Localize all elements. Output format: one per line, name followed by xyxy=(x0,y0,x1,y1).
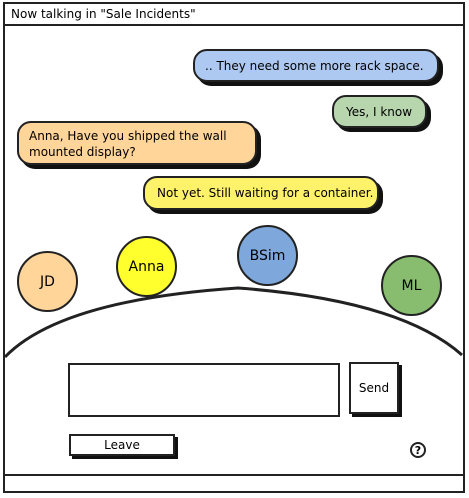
message-bubble: Not yet. Still waiting for a container. xyxy=(143,176,379,210)
participant-label: ML xyxy=(401,277,422,294)
participant-avatar-jd[interactable]: JD xyxy=(17,251,78,312)
window-title: Now talking in "Sale Incidents" xyxy=(11,7,196,21)
send-button-label: Send xyxy=(358,381,390,395)
participant-label: Anna xyxy=(128,258,165,275)
message-text: Anna, Have you shipped the wall mounted … xyxy=(29,129,227,159)
message-bubble: Yes, I know xyxy=(332,95,427,128)
message-input[interactable] xyxy=(68,363,340,417)
message-bubble: .. They need some more rack space. xyxy=(193,49,439,82)
help-icon[interactable]: ? xyxy=(410,442,426,458)
participant-avatar-anna[interactable]: Anna xyxy=(116,236,177,297)
send-button[interactable]: Send xyxy=(349,362,399,414)
message-text: Not yet. Still waiting for a container. xyxy=(157,186,374,200)
participant-label: BSim xyxy=(249,247,286,264)
message-text: Yes, I know xyxy=(346,105,413,119)
title-bar: Now talking in "Sale Incidents" xyxy=(3,2,465,26)
leave-button[interactable]: Leave xyxy=(69,434,175,456)
message-text: .. They need some more rack space. xyxy=(205,59,424,73)
participant-label: JD xyxy=(40,273,55,290)
status-bar xyxy=(3,474,465,493)
message-bubble: Anna, Have you shipped the wall mounted … xyxy=(17,121,257,165)
participant-avatar-ml[interactable]: ML xyxy=(381,255,442,316)
participant-avatar-bsim[interactable]: BSim xyxy=(237,225,298,286)
leave-button-label: Leave xyxy=(104,438,140,452)
